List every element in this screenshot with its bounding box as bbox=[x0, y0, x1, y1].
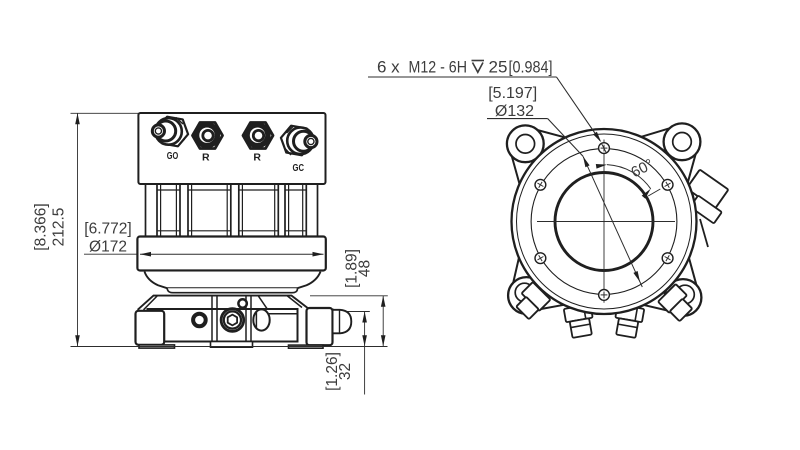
svg-text:R: R bbox=[202, 152, 210, 164]
svg-text:M12 - 6H: M12 - 6H bbox=[409, 58, 468, 77]
svg-text:6 x: 6 x bbox=[377, 58, 400, 77]
svg-text:GC: GC bbox=[293, 162, 305, 174]
svg-text:32: 32 bbox=[337, 363, 354, 380]
svg-text:[0.984]: [0.984] bbox=[509, 58, 553, 77]
svg-text:[8.366]: [8.366] bbox=[33, 203, 50, 250]
svg-text:48: 48 bbox=[357, 260, 374, 277]
svg-text:[5.197]: [5.197] bbox=[488, 85, 537, 102]
svg-text:[1.26]: [1.26] bbox=[324, 352, 341, 391]
svg-text:212.5: 212.5 bbox=[51, 208, 68, 247]
svg-text:[6.772]: [6.772] bbox=[84, 221, 131, 238]
svg-text:[1.89]: [1.89] bbox=[344, 249, 361, 288]
svg-text:25: 25 bbox=[489, 58, 508, 77]
svg-text:R: R bbox=[253, 152, 261, 164]
svg-text:Ø132: Ø132 bbox=[495, 103, 534, 120]
svg-text:Ø172: Ø172 bbox=[89, 238, 127, 255]
svg-text:GO: GO bbox=[167, 150, 179, 162]
